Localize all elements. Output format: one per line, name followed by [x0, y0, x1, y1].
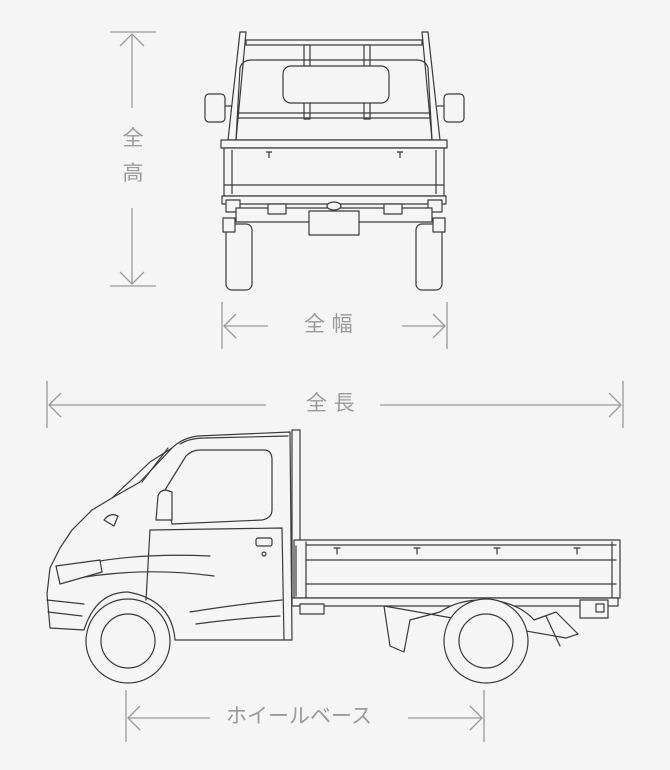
arrow-left-icon: [127, 705, 141, 731]
hinge-right: [397, 151, 403, 158]
arrow-up-icon: [119, 33, 145, 47]
left-mirror: [204, 93, 226, 123]
hinge-left: [266, 151, 272, 158]
front-right-tire: [415, 223, 443, 291]
right-mirror: [443, 93, 465, 123]
height-dimension: [110, 31, 156, 287]
width-dimension: [221, 302, 448, 349]
arrow-down-icon: [119, 271, 145, 285]
front-marker: [103, 514, 119, 527]
width-label: 全 幅: [298, 314, 359, 335]
door-handle: [255, 537, 273, 547]
headlight: [55, 559, 103, 585]
height-label: 全 高: [121, 128, 145, 198]
rear-light-left: [222, 217, 236, 233]
truck-front-view: [204, 31, 465, 291]
arrow-left-icon: [223, 313, 237, 339]
wheelbase-label: ホイールベース: [216, 706, 382, 727]
height-label-char-2: 高: [122, 161, 144, 185]
arrow-right-icon: [469, 705, 483, 731]
height-label-char-1: 全: [122, 126, 144, 150]
rack-top-bar: [245, 39, 423, 46]
side-window: [164, 449, 273, 525]
cargo-bed: [293, 539, 621, 599]
front-left-tire: [225, 223, 253, 291]
truck-side-view: [46, 429, 621, 684]
cab-door: [149, 527, 285, 641]
arrow-right-icon: [432, 313, 446, 339]
length-label: 全 長: [296, 393, 365, 414]
arrow-left-icon: [48, 392, 62, 418]
rear-rim: [458, 613, 514, 669]
length-dimension: [46, 381, 624, 428]
side-light: [299, 603, 325, 615]
rear-window: [282, 65, 390, 104]
dimension-lines: [46, 31, 624, 742]
side-mirror: [155, 489, 173, 521]
rear-light-right: [432, 217, 446, 233]
wheelbase-dimension: [125, 690, 485, 742]
arrow-right-icon: [608, 392, 622, 418]
license-plate: [308, 210, 360, 236]
front-rim: [100, 613, 156, 669]
tailgate-top: [220, 139, 448, 149]
tailgate: [223, 147, 445, 197]
